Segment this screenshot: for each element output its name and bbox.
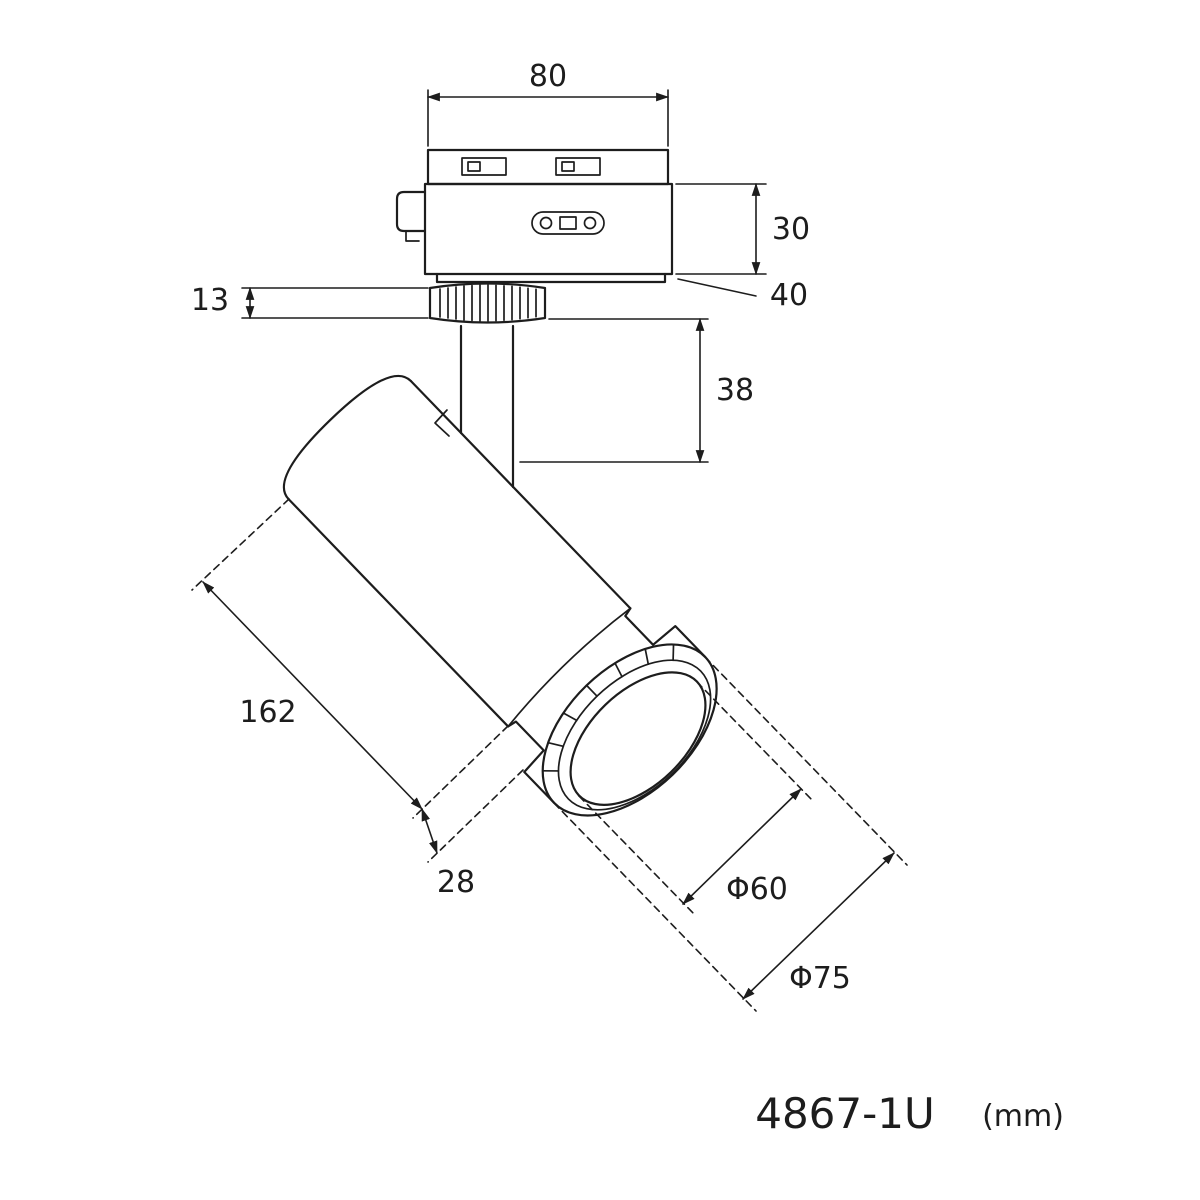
units-label: (mm)	[982, 1099, 1064, 1134]
dim-head-diameter	[553, 656, 908, 1012]
adapter-latch	[395, 190, 427, 233]
dim-head-diameter-label: Φ75	[789, 961, 851, 996]
dim-collar-height-label: 13	[191, 283, 229, 318]
track-contact-left-tab	[467, 161, 481, 172]
dim-lens-diameter	[578, 681, 813, 915]
power-selector-switch	[531, 211, 605, 235]
switch-screw-right	[583, 216, 597, 230]
dim-stem-length-label: 38	[716, 373, 754, 408]
dim-bezel-length	[421, 769, 524, 863]
adapter-body	[423, 182, 674, 276]
body-top-edge	[409, 379, 632, 610]
dim-adapter-depth-label: 40	[770, 278, 808, 313]
ring-knurling	[439, 284, 537, 322]
body-seam	[507, 607, 632, 728]
dimension-annotations: 80 30 40 13 38	[191, 59, 908, 1012]
switch-slider	[559, 216, 577, 230]
rear-cap	[282, 374, 412, 501]
bezel-rim-ticks	[541, 643, 675, 772]
dim-stem-length	[519, 317, 709, 464]
track-contact-right	[555, 157, 601, 176]
track-adapter	[395, 148, 674, 284]
adjustment-ring	[428, 282, 547, 324]
ring-outline	[428, 282, 547, 324]
dim-collar-height	[241, 286, 429, 320]
switch-screw-left	[539, 216, 553, 230]
dim-track-width-label: 80	[529, 59, 567, 94]
adapter-latch-hook	[405, 230, 420, 242]
dim-lens-diameter-label: Φ60	[726, 872, 788, 907]
track-contact-right-tab	[561, 161, 575, 172]
dim-adapter-height-label: 30	[772, 212, 810, 247]
dim-body-length-label: 162	[239, 695, 296, 730]
bezel-profile-top	[624, 607, 707, 659]
track-contact-left	[461, 157, 507, 176]
dim-adapter-height	[675, 182, 767, 276]
adapter-base-plate	[435, 272, 667, 284]
dim-track-width	[426, 89, 670, 147]
part-number-label: 4867-1U	[755, 1089, 935, 1138]
dim-body-length	[191, 498, 509, 819]
dim-adapter-depth	[677, 278, 757, 297]
bezel-profile-bottom	[506, 720, 556, 805]
dim-bezel-length-label: 28	[437, 865, 475, 900]
